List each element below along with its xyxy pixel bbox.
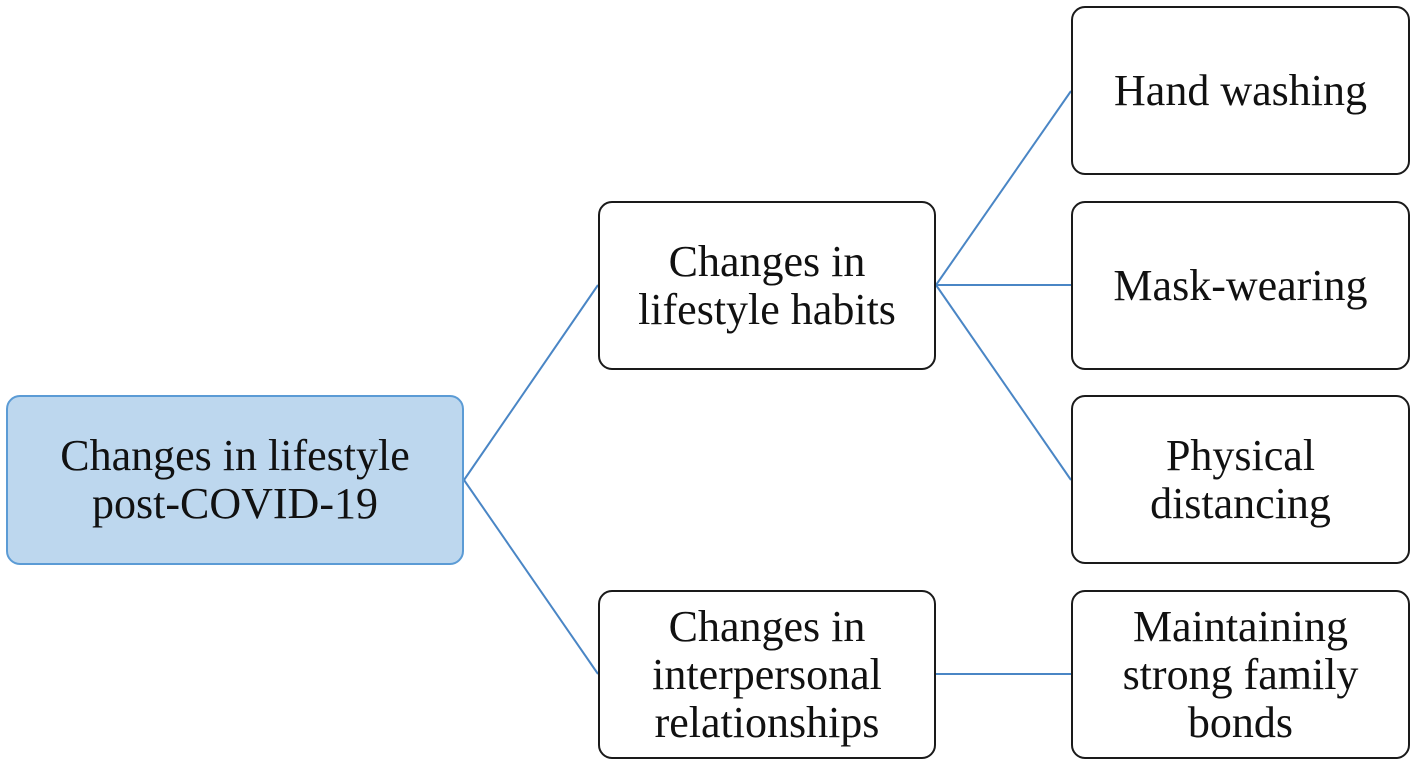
node-interpersonal-relationships-label: Changes in interpersonal relationships — [652, 601, 882, 747]
connector-lifestyle-habits-to-hand-washing — [935, 90, 1072, 286]
node-physical-distancing: Physical distancing — [1071, 395, 1410, 564]
node-hand-washing: Hand washing — [1071, 6, 1410, 175]
root-node: Changes in lifestyle post-COVID-19 — [6, 395, 464, 565]
node-family-bonds-label: Maintaining strong family bonds — [1122, 601, 1359, 747]
node-physical-distancing-label: Physical distancing — [1150, 430, 1331, 528]
node-hand-washing-label: Hand washing — [1114, 65, 1367, 115]
connector-lifestyle-habits-to-physical-distancing — [935, 284, 1072, 481]
connector-root-to-lifestyle-habits — [463, 284, 599, 481]
node-lifestyle-habits-label: Changes in lifestyle habits — [638, 236, 896, 334]
node-mask-wearing: Mask-wearing — [1071, 201, 1410, 370]
root-node-label: Changes in lifestyle post-COVID-19 — [60, 431, 410, 528]
node-interpersonal-relationships: Changes in interpersonal relationships — [598, 590, 936, 759]
node-lifestyle-habits: Changes in lifestyle habits — [598, 201, 936, 370]
connector-root-to-interpersonal-relationships — [463, 479, 599, 675]
node-family-bonds: Maintaining strong family bonds — [1071, 590, 1410, 759]
node-mask-wearing-label: Mask-wearing — [1113, 260, 1368, 310]
